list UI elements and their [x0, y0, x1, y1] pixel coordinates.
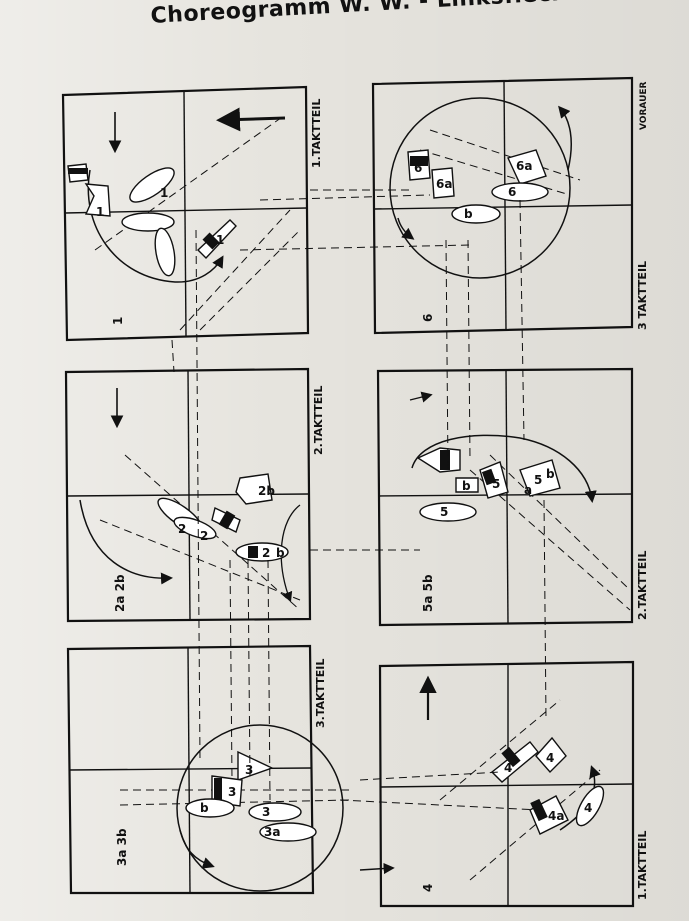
panel-5-foot-number: a [524, 483, 532, 497]
panel-5-divider-h [378, 493, 633, 497]
panel-4-guide-diagonal [439, 699, 561, 801]
panel-1-foot-number: 1 [216, 233, 224, 247]
panel-5-foot-number: b [546, 467, 555, 481]
panel-5-guide-diagonal [489, 454, 631, 591]
panel-4-taktteil: 1.TAKTTEIL [636, 831, 649, 900]
panel-1-guide-diagonal [199, 229, 301, 331]
panel-6-foot-number: 6a [516, 159, 532, 173]
panel-3-turn-circle [176, 724, 344, 892]
panel-6-footprints [407, 149, 549, 224]
panel-4-divider-h [379, 783, 634, 788]
panel-6-step-label: 6 [421, 314, 435, 322]
panel-2-frame [64, 367, 312, 623]
panel-2-foot-number: 2 [200, 529, 208, 543]
panel-3-foot-number: 3 [245, 763, 253, 777]
panel-5-taktteil: 2.TAKTTEIL [636, 551, 649, 620]
panel-6-foot-number: b [464, 207, 473, 221]
panel-3-foot-number: 3 [228, 785, 236, 799]
panel-6-turn-arrow [558, 105, 573, 171]
panel-1-guide-diagonal [94, 114, 286, 251]
panel-6: 6a 6 6 b 6a 6 3 TAKTTEIL VORAUER [371, 76, 649, 335]
panel-5: 5 5 b 5 a b 5a 5b 2.TAKTTEIL [376, 367, 649, 627]
connector-lines [171, 189, 547, 811]
panel-4-foot-number: 4 [546, 751, 554, 765]
panel-2-footprints [157, 473, 289, 562]
panel-3-taktteil: 3.TAKTTEIL [314, 659, 327, 728]
panel-2-side-arc [280, 504, 301, 603]
panel-6-frame [371, 76, 634, 335]
panel-5-foot-number: b [462, 479, 471, 493]
panel-1-footprints [67, 163, 237, 277]
panel-3-turn-arrow [179, 829, 215, 869]
panel-4-foot-number: 4a [548, 809, 564, 823]
panel-3-step-label: 3a 3b [115, 828, 129, 866]
panel-5-divider-v [505, 369, 509, 624]
panel-1-taktteil: 1.TAKTTEIL [310, 99, 323, 168]
panel-1-guide-diagonal [179, 209, 291, 331]
panel-5-guide-diagonal [469, 469, 631, 611]
panel-5-step-label: 5a 5b [421, 574, 435, 612]
panel-2-taktteil: 2.TAKTTEIL [312, 386, 325, 455]
panel-1-foot-number: 1 [96, 205, 104, 219]
panel-6-guide [429, 129, 581, 181]
panel-4-foot-number: 4 [504, 761, 512, 775]
panel-5-foot-number: 5 [492, 477, 500, 491]
panel-3-frame [66, 644, 315, 895]
panel-5-frame [376, 367, 634, 627]
panel-1: 1 1 1 1 1.TAKTTEIL [61, 85, 323, 342]
panel-3-divider-v [187, 647, 191, 894]
panel-4: 4 4 4a 4 4 1.TAKTTEIL [359, 660, 649, 908]
panel-2-step-label: 2a 2b [113, 574, 127, 612]
panel-3-foot-number: 3 [262, 805, 270, 819]
panel-6-divider-h [373, 204, 633, 210]
panel-1-divider-v [183, 91, 187, 337]
panel-5-turn-arc [411, 434, 597, 503]
panel-5-footprints [416, 447, 561, 522]
panel-2-guide-diagonal [99, 519, 301, 601]
panel-2-foot-number: 2 [178, 522, 186, 536]
panel-2-foot-number: 2 [262, 546, 270, 560]
panel-2: 2 2 2b 2 b 2a 2b 2.TAKTTEIL [64, 367, 325, 623]
panel-3-footprints [185, 750, 317, 842]
panel-1-frame [61, 85, 310, 342]
panel-4-step-label: 4 [421, 884, 435, 892]
panel-4-arrow-right [359, 862, 395, 875]
panel-1-foot-number: 1 [160, 186, 168, 200]
panel-3-divider-h [68, 767, 312, 771]
panel-3-foot-number: b [200, 801, 209, 815]
panel-6-turn-arrow [397, 217, 415, 240]
panel-2-foot-number: b [276, 546, 285, 560]
panel-4-frame [378, 660, 635, 908]
panel-4-foot-number: 4 [584, 801, 592, 815]
panel-2-foot-number: 2b [258, 484, 275, 498]
panel-6-foot-number: 6a [436, 177, 452, 191]
panel-4-guide-diagonal [469, 769, 601, 881]
panel-2-turn-arc [79, 499, 173, 585]
panel-5-foot-number: 5 [534, 473, 542, 487]
panel-6-turn-circle [389, 97, 571, 279]
panel-5-arrow-right [409, 391, 433, 403]
panel-3: 3 3 3 b 3a 3a 3b 3.TAKTTEIL [66, 644, 351, 895]
panel-6-taktteil: 3 TAKTTEIL [636, 261, 649, 330]
panel-6-corner-label: VORAUER [639, 81, 649, 130]
panel-6-divider-v [503, 80, 507, 331]
panel-1-step-label: 1 [111, 317, 125, 325]
panel-5-foot-number: 5 [440, 505, 448, 519]
panel-3-foot-number: 3a [264, 825, 280, 839]
panel-1-arrow-left [216, 107, 286, 132]
panel-6-foot-number: 6 [508, 185, 516, 199]
panel-6-foot-number: 6 [414, 161, 422, 175]
panel-4-footprints [490, 736, 605, 835]
